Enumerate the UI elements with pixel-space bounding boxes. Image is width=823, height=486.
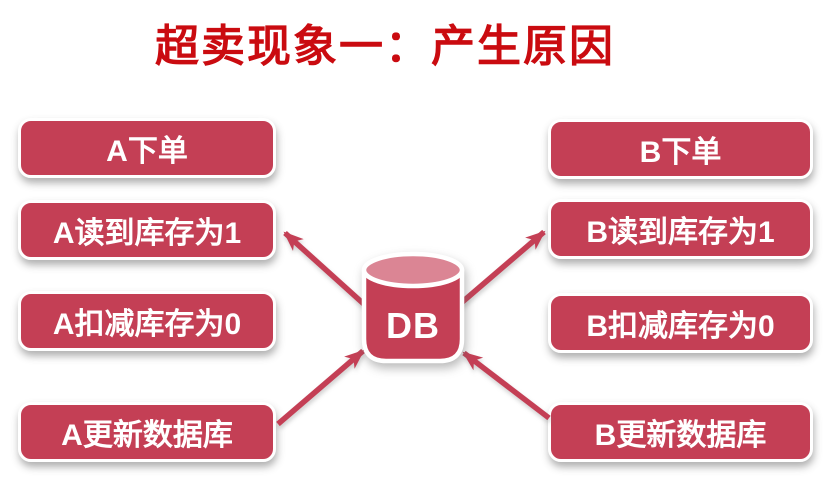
flow-box-b-order: B下单	[548, 119, 813, 179]
flow-box-a-deduct-stock: A扣减库存为0	[18, 291, 276, 351]
arrow-b-update-to-db	[462, 350, 551, 421]
arrow-a-update-to-db	[276, 348, 365, 427]
arrow-db-to-a-read	[283, 230, 368, 309]
arrow-db-to-b-read	[458, 229, 546, 307]
db-label: DB	[386, 305, 440, 346]
flow-box-b-deduct-stock: B扣减库存为0	[548, 293, 813, 353]
flow-box-b-update-db: B更新数据库	[548, 402, 813, 462]
flow-box-b-read-stock: B读到库存为1	[548, 199, 813, 259]
flow-box-a-update-db: A更新数据库	[18, 402, 276, 462]
flow-box-a-order: A下单	[18, 118, 276, 178]
slide-title: 超卖现象一：产生原因	[155, 22, 615, 71]
db-cylinder-top	[361, 251, 465, 289]
flow-box-a-read-stock: A读到库存为1	[18, 200, 276, 260]
